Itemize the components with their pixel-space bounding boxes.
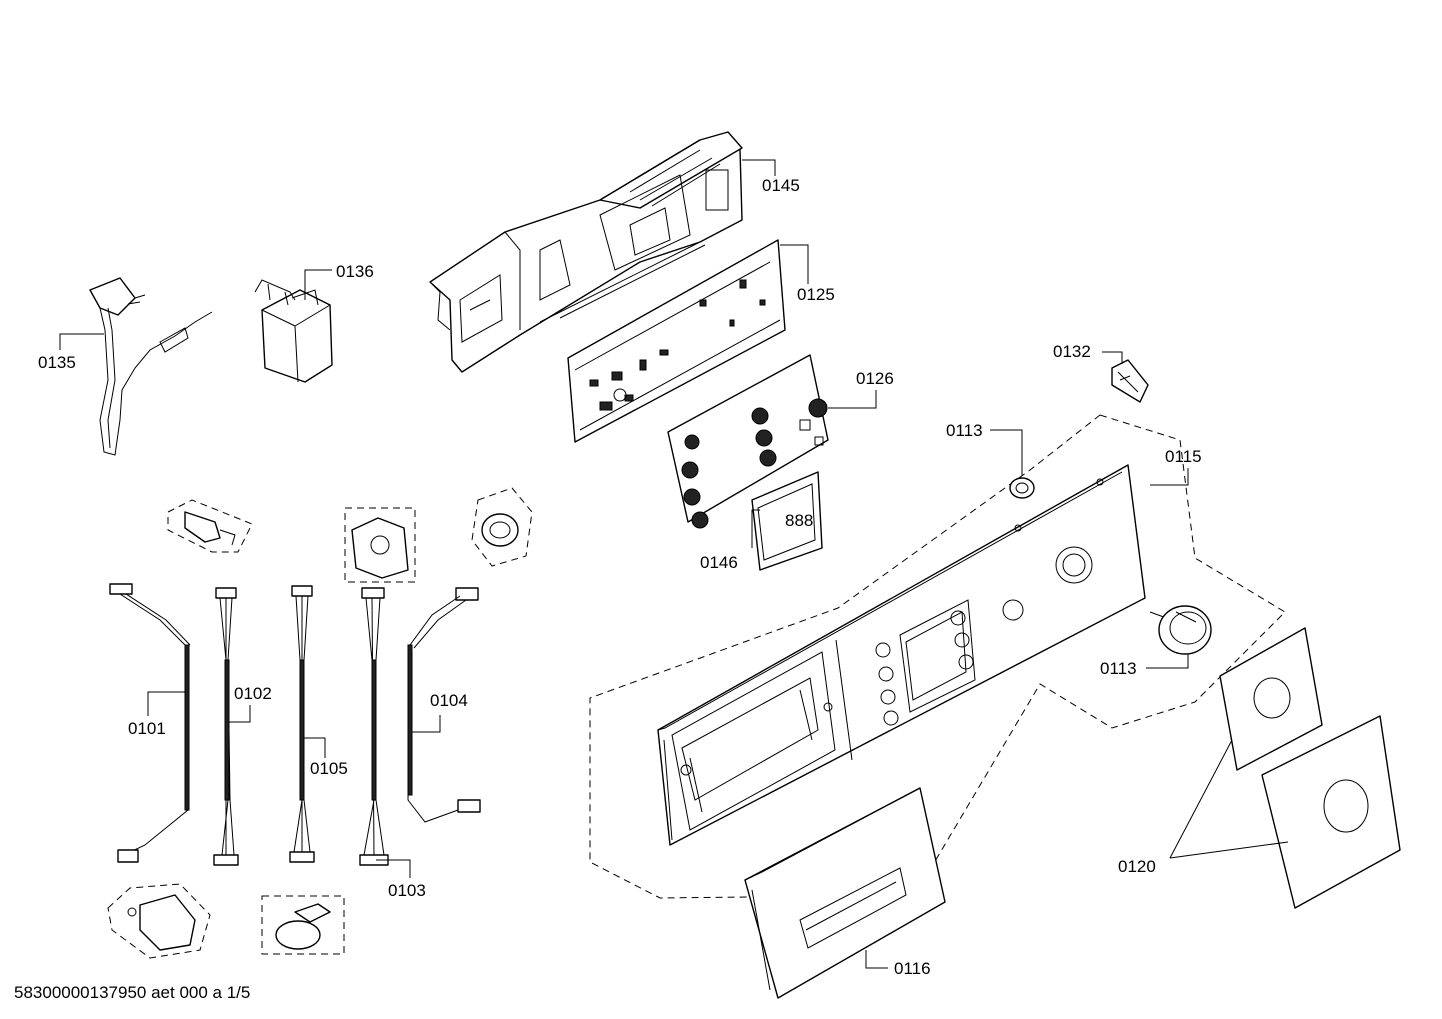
label-0113-upper: 0113 <box>946 421 983 440</box>
leader-0125: 0125 <box>780 244 835 304</box>
part-0116-dispenser-handle <box>744 787 946 999</box>
leader-0101: 0101 <box>128 691 186 738</box>
part-0104-harness <box>407 587 481 823</box>
part-0120-decor-panels <box>1219 627 1401 909</box>
part-0113-knob <box>1149 605 1212 655</box>
label-0104: 0104 <box>430 691 468 710</box>
part-0135-power-cord <box>89 277 213 456</box>
leader-0132: 0132 <box>1053 342 1123 364</box>
drawing-reference: 58300000137950 aet 000 a 1/5 <box>14 983 250 1002</box>
label-0125: 0125 <box>797 285 835 304</box>
label-0113-lower: 0113 <box>1100 659 1137 678</box>
label-0115: 0115 <box>1165 447 1202 466</box>
leader-0113-lower: 0113 <box>1100 654 1189 678</box>
label-0105: 0105 <box>310 759 348 778</box>
label-0135: 0135 <box>38 353 76 372</box>
part-0136-suppressor <box>254 279 333 383</box>
label-0126: 0126 <box>856 369 894 388</box>
part-valve-assembly <box>344 507 416 583</box>
label-0116: 0116 <box>894 959 931 978</box>
leader-0103: 0103 <box>376 859 426 900</box>
leader-0113-upper: 0113 <box>946 421 1023 476</box>
part-plug-connector <box>167 499 253 553</box>
leader-0116: 0116 <box>865 950 931 978</box>
part-0113-bush <box>1009 477 1035 499</box>
leader-0135: 0135 <box>38 333 104 372</box>
leader-0146: 0146 <box>700 509 760 572</box>
label-0132: 0132 <box>1053 342 1091 361</box>
part-0132-clip <box>1111 359 1149 403</box>
label-0120: 0120 <box>1118 857 1156 876</box>
label-0136: 0136 <box>336 262 374 281</box>
part-0105-harness <box>289 585 315 863</box>
part-0101-harness <box>109 583 191 863</box>
leader-0102: 0102 <box>228 684 272 723</box>
label-0146: 0146 <box>700 553 738 572</box>
part-0145-control-housing <box>429 131 743 373</box>
leader-0145: 0145 <box>742 159 800 195</box>
svg-text:888: 888 <box>785 511 813 530</box>
part-pump-motor <box>107 883 211 959</box>
leader-0105: 0105 <box>304 737 348 778</box>
label-0101: 0101 <box>128 719 166 738</box>
label-0103: 0103 <box>388 881 426 900</box>
leader-0136: 0136 <box>304 262 374 300</box>
part-0102-harness <box>213 587 239 866</box>
part-pressure-switch <box>261 895 345 955</box>
part-0125-main-pcb <box>567 239 786 443</box>
part-0146-display: 888 <box>751 471 823 571</box>
part-0115-fascia-panel <box>589 414 1286 899</box>
part-bearing-ring <box>471 487 533 567</box>
leader-0115: 0115 <box>1150 447 1202 486</box>
label-0145: 0145 <box>762 176 800 195</box>
part-0103-harness <box>359 587 389 866</box>
leader-0104: 0104 <box>412 691 468 733</box>
label-0102: 0102 <box>234 684 272 703</box>
part-0126-knob-pcb <box>667 354 829 529</box>
leader-0120: 0120 <box>1118 739 1289 876</box>
leader-0126: 0126 <box>828 369 894 409</box>
